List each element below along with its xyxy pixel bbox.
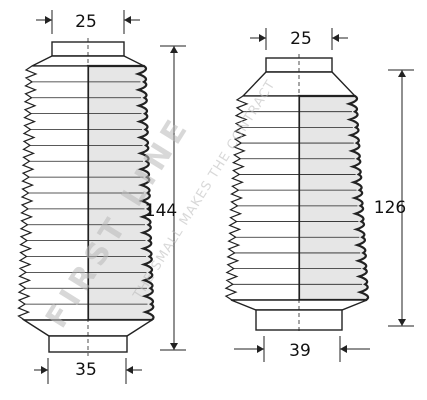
steering-boot-right xyxy=(224,54,370,334)
left-bottom-arrow-a xyxy=(41,366,48,374)
left-top-arrow-a xyxy=(45,16,52,24)
right-bottom-diameter-label: 39 xyxy=(289,341,311,361)
left-bottom-arrow-b xyxy=(126,366,133,374)
right-length-arrow-bottom xyxy=(398,319,406,326)
left-length-arrow-top xyxy=(170,46,178,53)
right-bottom-arrow-a xyxy=(257,345,264,353)
steering-boot-left xyxy=(17,38,155,356)
left-length-label: 144 xyxy=(145,201,177,221)
left-top-diameter-label: 25 xyxy=(75,12,97,32)
right-top-diameter-label: 25 xyxy=(290,29,312,49)
right-top-arrow-a xyxy=(259,34,266,42)
convolution-right xyxy=(297,94,370,302)
right-top-arrow-b xyxy=(332,34,339,42)
bottom-cuff xyxy=(48,335,128,353)
left-length-arrow-bottom xyxy=(170,343,178,350)
left-bottom-diameter-label: 35 xyxy=(75,360,97,380)
right-bottom-arrow-b xyxy=(340,345,347,353)
convolution-left xyxy=(224,95,300,301)
left-top-arrow-b xyxy=(124,16,131,24)
right-length-label: 126 xyxy=(374,198,406,218)
dimension-lines xyxy=(34,10,414,384)
right-length-arrow-top xyxy=(398,70,406,77)
